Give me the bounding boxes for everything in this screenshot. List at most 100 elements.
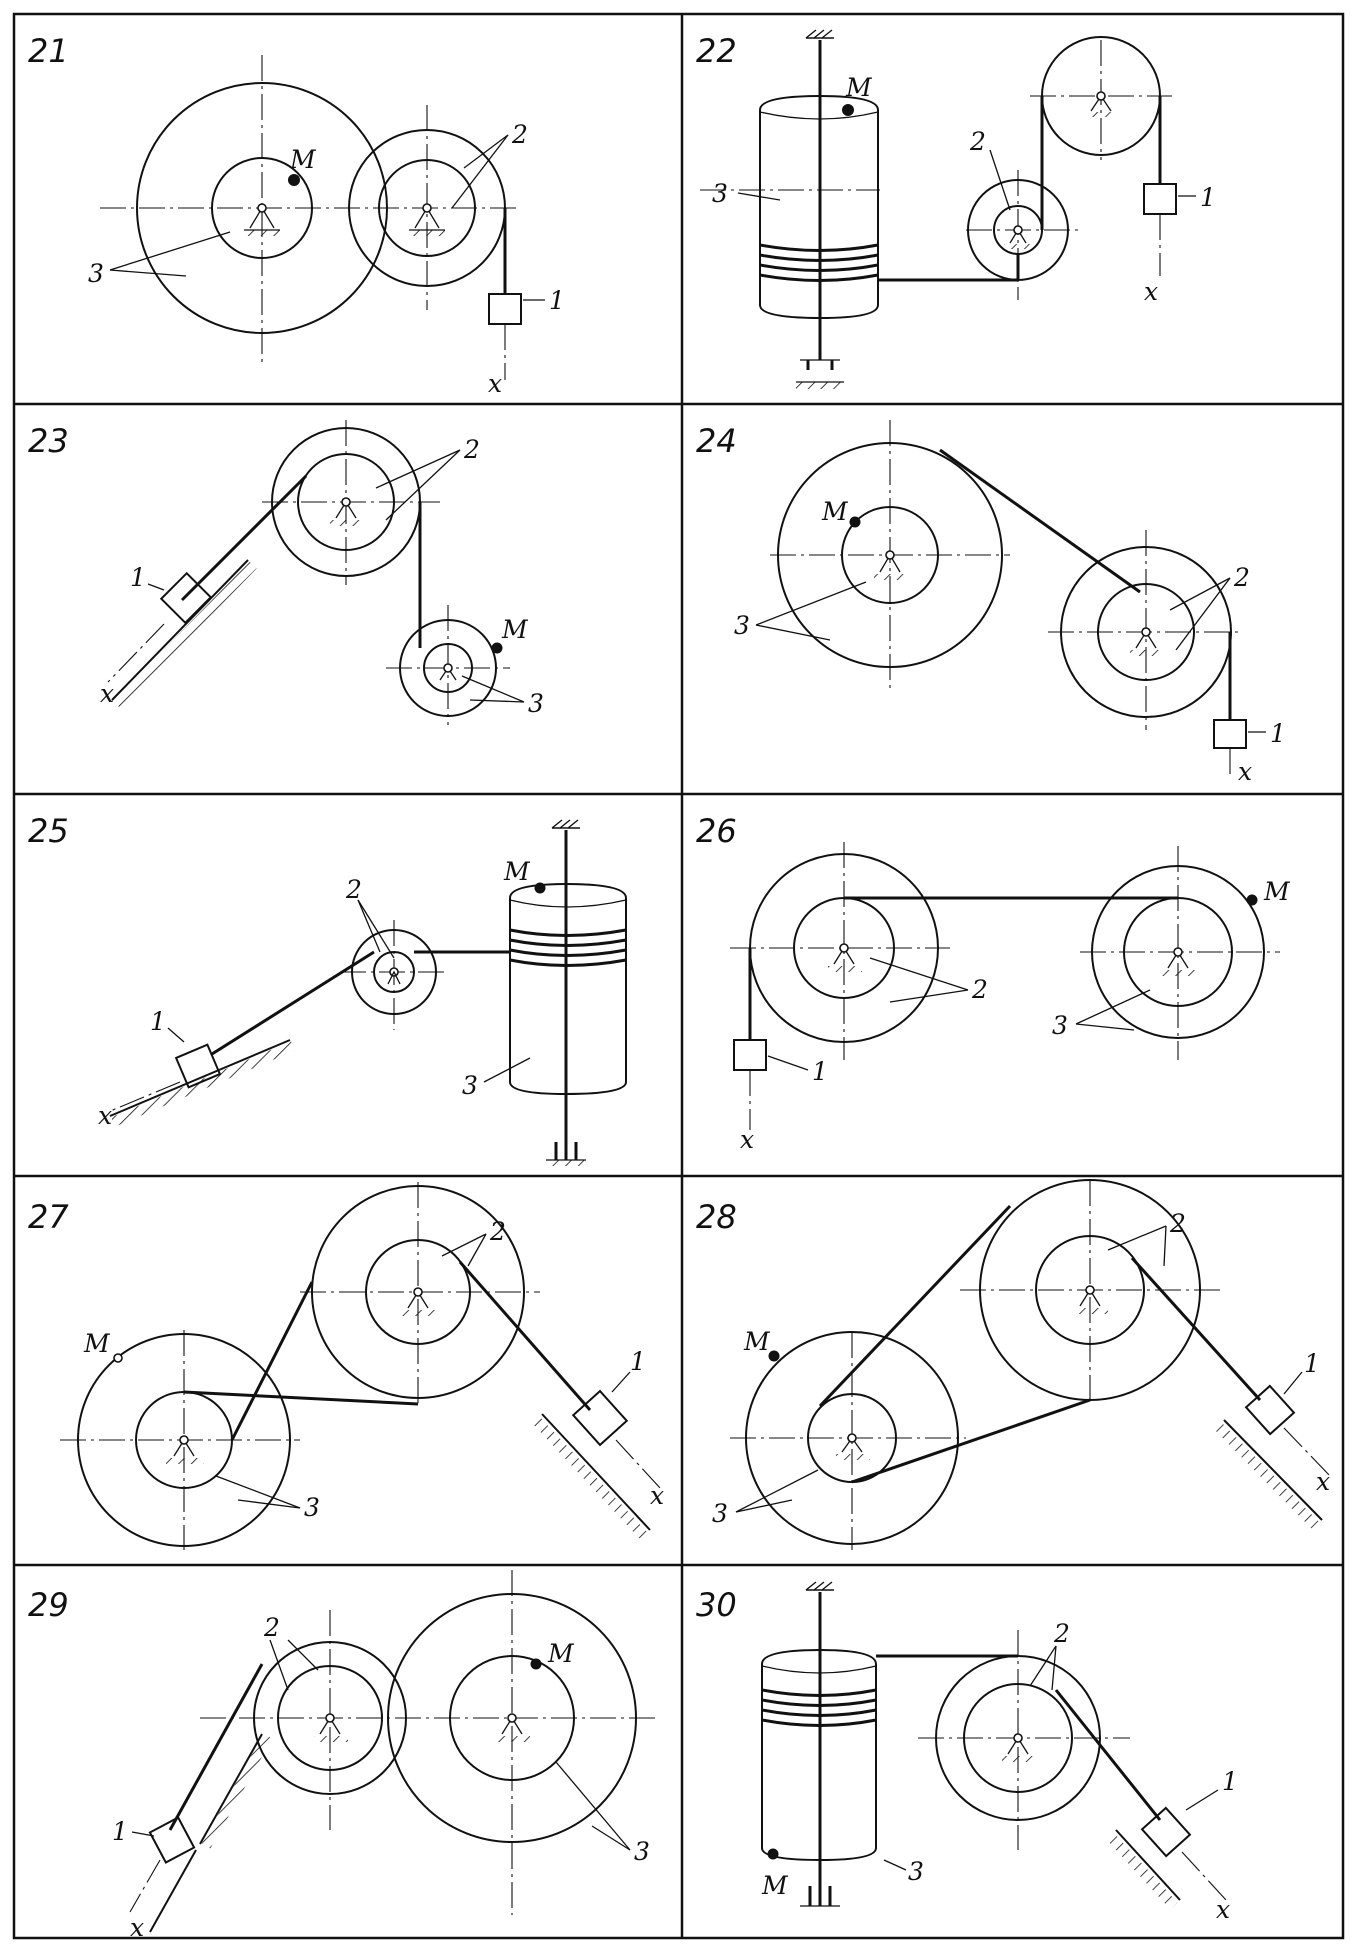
label-x: x [1216, 1895, 1230, 1924]
rope [180, 474, 308, 602]
label-3: 3 [304, 1493, 320, 1522]
wheel-3-outer [77, 1333, 291, 1547]
panel-25: 25 x 1 2 M 3 [28, 812, 627, 1166]
label-x: x [488, 369, 502, 398]
load-1 [1244, 1384, 1296, 1436]
rope [183, 1390, 419, 1406]
label-3: 3 [1052, 1011, 1068, 1040]
label-m: M [503, 857, 531, 886]
panel-number: 22 [696, 32, 737, 70]
wheel-2-outer [253, 1641, 407, 1795]
point-m [113, 1353, 123, 1363]
load-1 [1143, 183, 1177, 215]
wheel-3-inner [211, 157, 313, 259]
label-x: x [740, 1125, 754, 1154]
point-m [767, 1848, 779, 1860]
rope [211, 950, 375, 1056]
label-1: 1 [1222, 1767, 1238, 1796]
wheel-3-inner [841, 506, 939, 604]
panel-27: 27 2 M 3 x 1 [28, 1182, 664, 1550]
label-2: 2 [1169, 1209, 1186, 1238]
panel-number: 27 [28, 1198, 69, 1236]
label-3: 3 [88, 259, 104, 288]
point-m [491, 642, 503, 654]
rope [818, 1204, 1012, 1408]
wheel-3-outer [1091, 865, 1265, 1039]
drum-3 [761, 1648, 877, 1862]
load-1 [488, 293, 522, 325]
wheel-2-inner [373, 951, 415, 993]
point-m [1246, 894, 1258, 906]
wheel-3-outer [777, 442, 1003, 668]
label-m: M [743, 1327, 771, 1356]
label-3: 3 [528, 689, 544, 718]
wheel-2-inner [963, 1683, 1073, 1793]
load-1 [1213, 719, 1247, 749]
load-1 [571, 1389, 629, 1447]
wheel-2-inner [1097, 583, 1195, 681]
wheel-3-inner [449, 1655, 575, 1781]
label-m: M [289, 145, 317, 174]
label-x: x [130, 1913, 144, 1942]
wheel-2-outer [351, 929, 437, 1015]
label-1: 1 [812, 1057, 828, 1086]
rope [168, 1663, 264, 1831]
label-2: 2 [489, 1217, 506, 1246]
support [409, 203, 445, 236]
grid-frame [12, 12, 1345, 1940]
label-1: 1 [1200, 183, 1216, 212]
point-m [842, 104, 854, 116]
label-x: x [100, 679, 114, 708]
label-2: 2 [1053, 1619, 1070, 1648]
wheel-3-outer [745, 1331, 959, 1545]
label-2: 2 [1233, 563, 1250, 592]
panel-21: 21 M 1 2 3 x [28, 32, 565, 398]
label-1: 1 [150, 1007, 166, 1036]
drum-3 [759, 94, 879, 320]
label-1: 1 [112, 1817, 128, 1846]
label-m: M [845, 73, 873, 102]
wheel-2-inner [365, 1239, 471, 1345]
load-1 [1140, 1806, 1192, 1858]
panel-number: 30 [696, 1586, 737, 1624]
wheel-2-inner [378, 159, 476, 257]
panel-23: 23 x 1 2 M 3 [28, 420, 544, 725]
panel-number: 25 [28, 812, 69, 850]
point-m [768, 1350, 780, 1362]
label-3: 3 [712, 1499, 728, 1528]
panel-number: 23 [28, 422, 69, 460]
panel-28: 28 2 M 3 x 1 [696, 1179, 1331, 1550]
wheel-2-inner [1035, 1235, 1145, 1345]
wheel-2-inner [277, 1665, 383, 1771]
label-1: 1 [549, 286, 565, 315]
label-m: M [547, 1639, 575, 1668]
label-m: M [821, 497, 849, 526]
label-2: 2 [969, 127, 986, 156]
load-1 [159, 571, 213, 625]
point-m [288, 174, 300, 186]
label-1: 1 [630, 1347, 646, 1376]
panel-number: 29 [28, 1586, 69, 1624]
label-2: 2 [511, 120, 528, 149]
wheel-3-outer [136, 82, 388, 334]
load-1 [174, 1043, 222, 1089]
panel-22: 22 M 3 2 1 [696, 29, 1216, 389]
wheel-3-inner [1123, 897, 1233, 1007]
label-m: M [501, 615, 529, 644]
panel-29: 29 M 2 3 x 1 [28, 1570, 660, 1942]
label-3: 3 [712, 179, 728, 208]
label-1: 1 [130, 563, 146, 592]
label-m: M [1263, 877, 1291, 906]
drum-3 [509, 882, 627, 1096]
point-m [849, 516, 861, 528]
label-3: 3 [462, 1071, 478, 1100]
wheel-3-inner [423, 643, 473, 693]
point-m [534, 882, 546, 894]
label-x: x [650, 1481, 664, 1510]
label-2: 2 [463, 435, 480, 464]
label-x: x [1238, 757, 1252, 786]
label-m: M [83, 1329, 111, 1358]
label-x: x [1316, 1467, 1330, 1496]
load-1 [733, 1039, 767, 1071]
